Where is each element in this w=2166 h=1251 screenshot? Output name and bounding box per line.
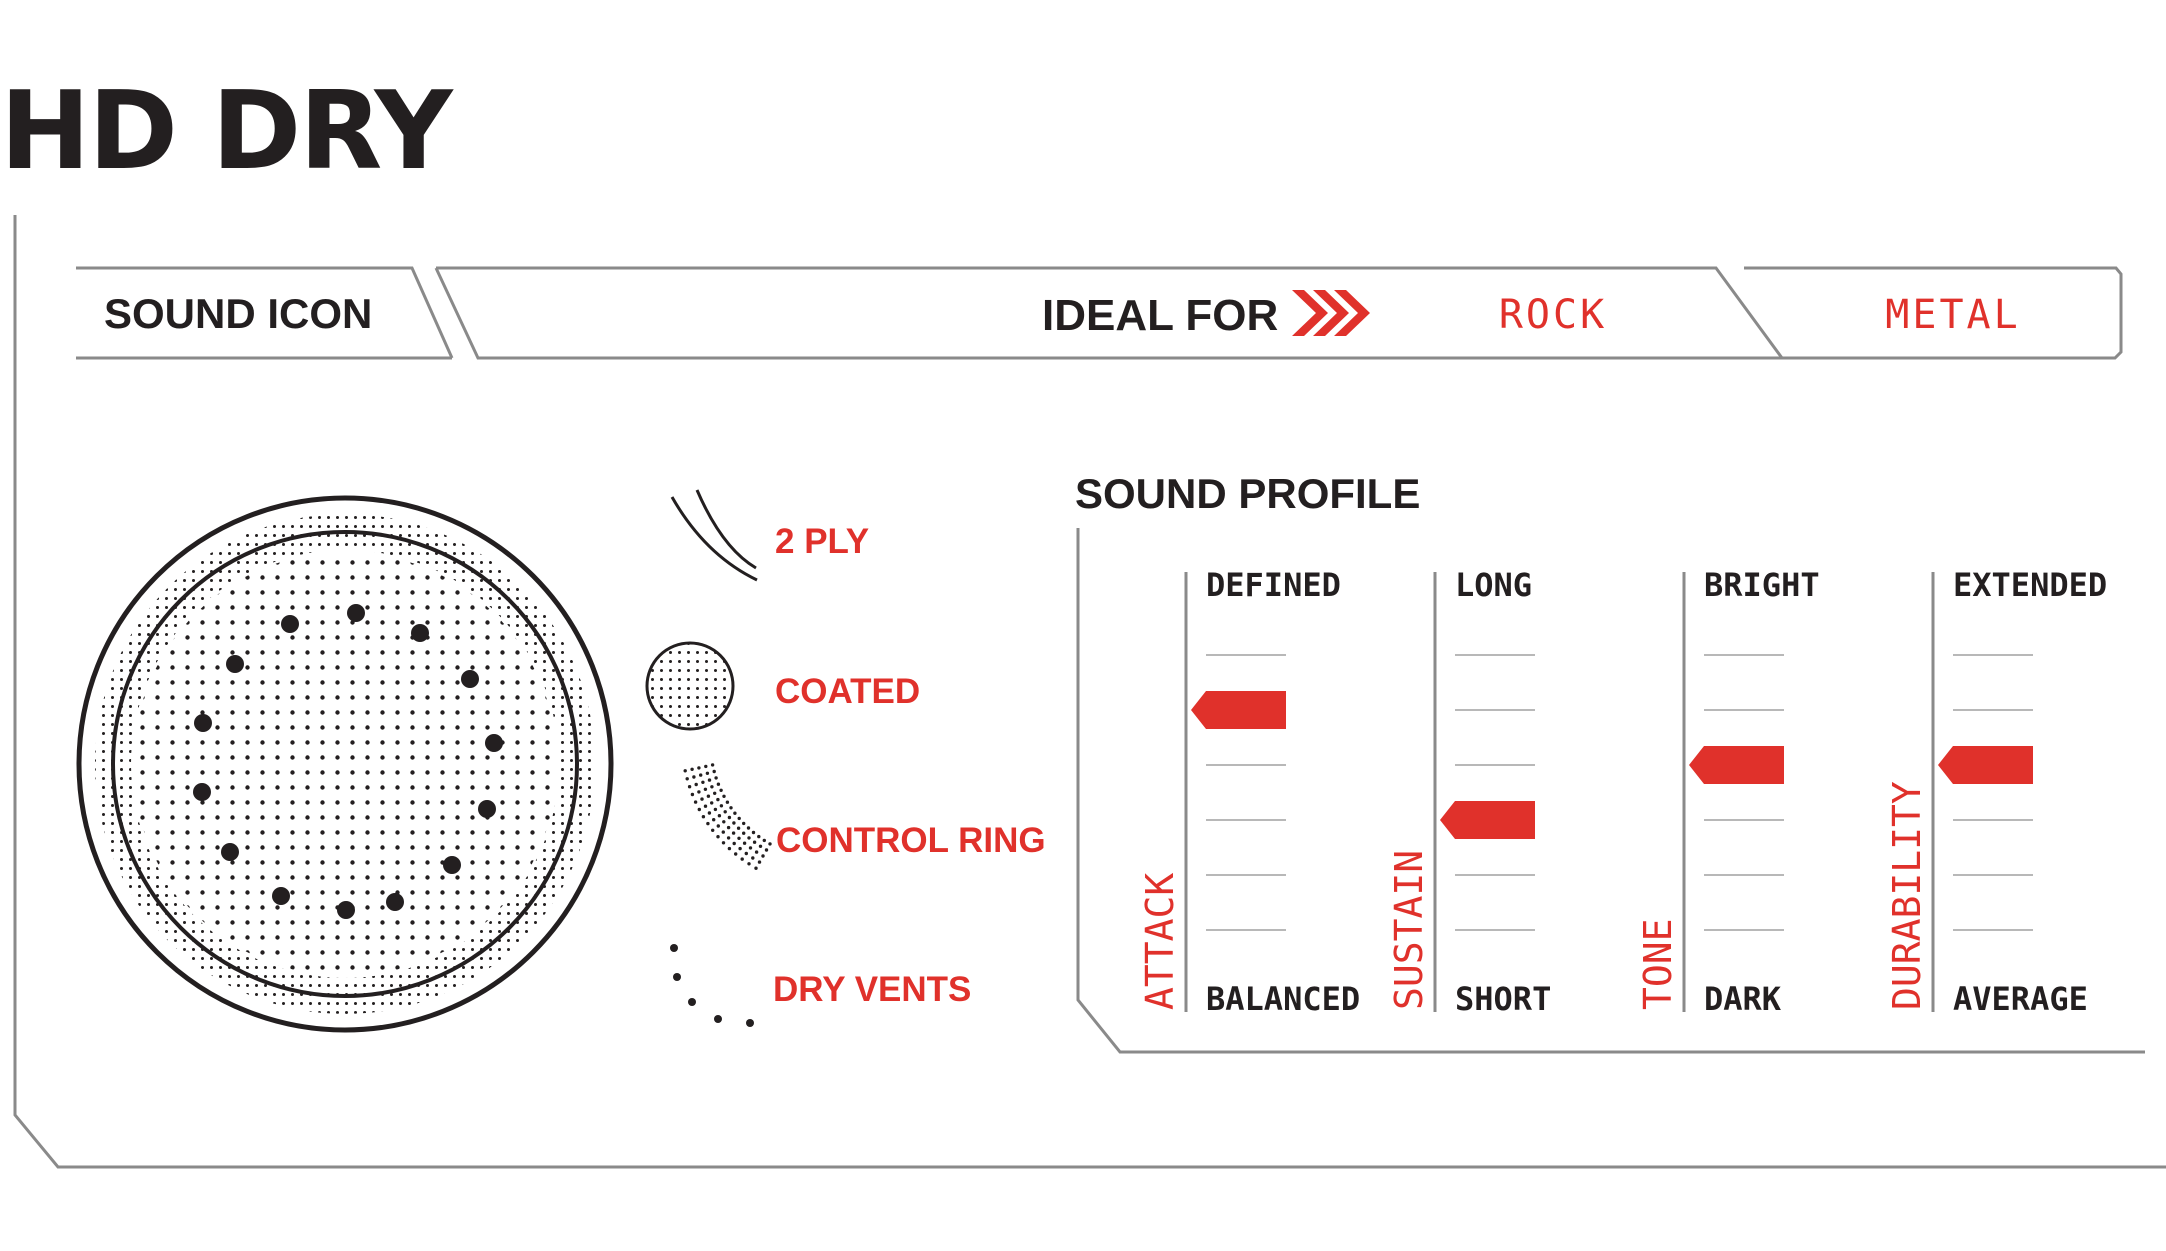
dry-vent-hole — [411, 624, 429, 642]
coated-icon — [645, 641, 735, 731]
page-title: HD DRY — [0, 69, 453, 194]
meter-bottom-label: BALANCED — [1206, 980, 1360, 1018]
legend-label-control-ring: CONTROL RING — [776, 821, 1046, 860]
meter-durability: EXTENDED AVERAGE DURABILITY — [1885, 566, 2107, 1018]
sound-profile-title: SOUND PROFILE — [1075, 470, 1420, 517]
meter-indicator — [1191, 691, 1286, 729]
meter-top-label: EXTENDED — [1953, 566, 2107, 604]
meter-name-label: ATTACK — [1138, 873, 1182, 1010]
dry-vent-hole — [337, 901, 355, 919]
meter-sustain: LONG SHORT SUSTAIN — [1387, 566, 1551, 1018]
control-ring-icon — [683, 763, 772, 870]
sound-icon-label: SOUND ICON — [104, 290, 372, 337]
dry-vent-hole — [347, 604, 365, 622]
cymbal-outer-edge — [76, 495, 614, 1033]
legend-label-dry-vents: DRY VENTS — [773, 970, 971, 1009]
meter-top-label: LONG — [1455, 566, 1532, 604]
sound-profile-frame — [1076, 528, 2145, 1054]
meter-bottom-label: AVERAGE — [1953, 980, 2088, 1018]
meter-indicator — [1689, 746, 1784, 784]
dry-vents — [193, 604, 503, 919]
meter-bottom-label: DARK — [1704, 980, 1782, 1018]
dry-vent-hole — [194, 714, 212, 732]
cymbal-sound-icon — [76, 495, 614, 1033]
meter-name-label: DURABILITY — [1885, 781, 1929, 1010]
sound-profile-meters: DEFINED BALANCED ATTACK LONG SHORT SUSTAIN BRI… — [1138, 566, 2107, 1018]
meter-indicator — [1938, 746, 2033, 784]
dry-vent-hole — [226, 655, 244, 673]
dry-vents-icon — [670, 944, 754, 1027]
outer-frame — [13, 215, 2166, 1169]
metal-tab — [1744, 266, 2123, 360]
dry-vent-hole — [386, 893, 404, 911]
ideal-for-label: IDEAL FOR — [1042, 291, 1278, 340]
meter-tone: BRIGHT DARK TONE — [1636, 566, 1820, 1018]
dry-vent-hole — [281, 615, 299, 633]
meter-top-label: BRIGHT — [1704, 566, 1820, 604]
dry-vent-hole — [461, 670, 479, 688]
meter-attack: DEFINED BALANCED ATTACK — [1138, 566, 1360, 1018]
genre-rock: ROCK — [1499, 292, 1607, 338]
header-bar: SOUND ICON IDEAL FOR ROCK METAL — [76, 266, 2123, 360]
legend-label-2-ply: 2 PLY — [775, 522, 869, 561]
two-ply-icon — [670, 489, 758, 582]
meter-top-label: DEFINED — [1206, 566, 1341, 604]
dry-vent-hole — [485, 734, 503, 752]
meter-name-label: SUSTAIN — [1387, 850, 1431, 1010]
meter-name-label: TONE — [1636, 918, 1680, 1010]
legend: 2 PLY COATED CONTROL RING DRY VENTS — [645, 489, 1046, 1027]
dry-vent-hole — [272, 887, 290, 905]
dry-vent-hole — [221, 843, 239, 861]
meter-indicator — [1440, 801, 1535, 839]
sound-profile: SOUND PROFILE DEFINED BALANCED ATTACK LONG S… — [1075, 470, 2145, 1054]
dry-vent-hole — [193, 783, 211, 801]
meter-bottom-label: SHORT — [1455, 980, 1551, 1018]
genre-metal: METAL — [1885, 292, 2020, 338]
sound-icon-tab — [76, 266, 454, 359]
dry-vent-hole — [478, 800, 496, 818]
chevrons-icon — [1292, 290, 1370, 336]
legend-label-coated: COATED — [775, 672, 920, 711]
dry-vent-hole — [443, 856, 461, 874]
